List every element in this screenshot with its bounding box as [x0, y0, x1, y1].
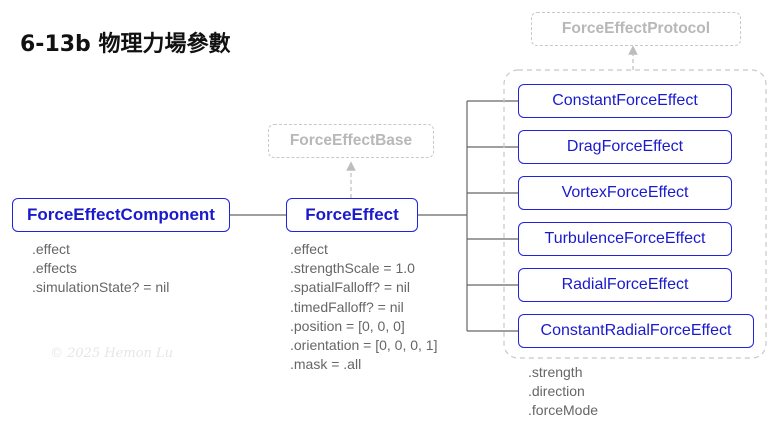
force-effect-protocol-node[interactable]: ForceEffectProtocol [531, 12, 741, 46]
effect-node-drag-force[interactable]: DragForceEffect [518, 130, 732, 164]
property-item: .simulationState? = nil [32, 279, 170, 296]
protocol-properties: .strength .direction .forceMode [528, 363, 598, 421]
effect-node-radial-force[interactable]: RadialForceEffect [518, 268, 732, 302]
property-item: .effect [290, 241, 328, 257]
property-item: .spatialFalloff? = nil [290, 279, 410, 296]
property-item: .position = [0, 0, 0] [290, 317, 405, 334]
property-item: .effect [32, 241, 70, 257]
page-title: 6-13b 物理力場參數 [20, 32, 231, 57]
force-effect-base-node[interactable]: ForceEffectBase [268, 124, 434, 158]
property-item: .orientation = [0, 0, 0, 1] [290, 337, 438, 354]
property-item: .direction [528, 383, 585, 400]
force-effect-node[interactable]: ForceEffect [286, 198, 418, 232]
copyright-watermark: © 2025 Hemon Lu [50, 346, 174, 361]
property-item: .timedFalloff? = nil [290, 298, 404, 315]
property-item: .strength [528, 364, 583, 380]
property-item: .forceMode [528, 402, 599, 419]
property-item: .strengthScale = 1.0 [290, 260, 415, 277]
effect-node-constant-radial-force[interactable]: ConstantRadialForceEffect [518, 314, 754, 348]
effect-node-constant-force[interactable]: ConstantForceEffect [518, 84, 732, 118]
effect-node-vortex-force[interactable]: VortexForceEffect [518, 176, 732, 210]
component-properties: .effect .effects .simulationState? = nil [32, 240, 169, 298]
property-item: .mask = .all [290, 356, 362, 373]
effect-node-turbulence-force[interactable]: TurbulenceForceEffect [518, 222, 732, 256]
force-effect-properties: .effect .strengthScale = 1.0 .spatialFal… [290, 240, 438, 374]
force-effect-component-node[interactable]: ForceEffectComponent [12, 198, 230, 232]
protocol-group-frame [503, 69, 767, 359]
property-item: .effects [32, 260, 77, 277]
